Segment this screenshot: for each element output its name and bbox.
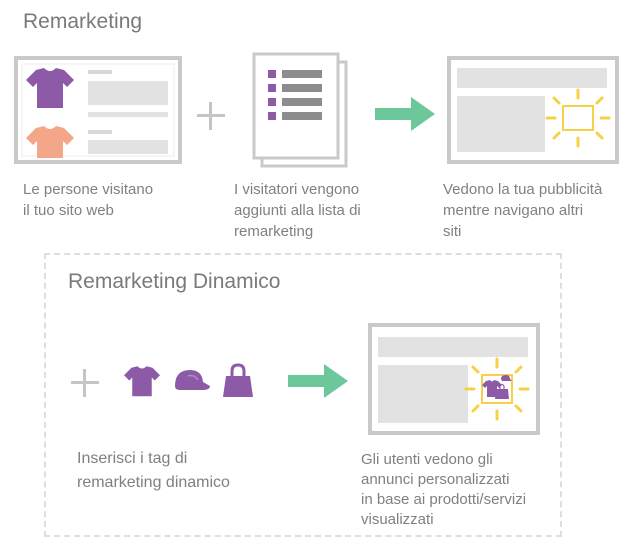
- step1-caption: Le persone visitano il tuo sito web: [23, 181, 154, 219]
- tshirt-icon: [26, 68, 74, 108]
- section-title-remarketing: Remarketing: [23, 10, 143, 33]
- step3-caption: Vedono la tua pubblicità mentre navigano…: [443, 181, 603, 240]
- browser-personalized-ad-icon: [368, 323, 540, 435]
- list-document-icon: [252, 52, 348, 168]
- dynamic-remarketing-panel: [44, 253, 562, 537]
- dynamic-step2-caption: Gli utenti vedono gli annunci personaliz…: [361, 451, 527, 528]
- section-title-dynamic: Remarketing Dinamico: [68, 270, 281, 293]
- bag-icon: [223, 363, 253, 397]
- arrow-right-icon: [375, 97, 435, 131]
- tshirt-icon: [124, 366, 160, 397]
- arrow-right-icon: [288, 364, 348, 398]
- browser-ad-icon: [447, 56, 619, 164]
- website-products-illustration: [14, 56, 182, 164]
- tshirt-icon: [26, 126, 74, 158]
- cap-icon: [175, 370, 210, 390]
- plus-icon: [197, 102, 225, 130]
- plus-icon: [71, 369, 99, 397]
- dynamic-step1-caption: Inserisci i tag di remarketing dinamico: [77, 450, 230, 491]
- step2-caption: I visitatori vengono aggiunti alla lista…: [234, 181, 361, 240]
